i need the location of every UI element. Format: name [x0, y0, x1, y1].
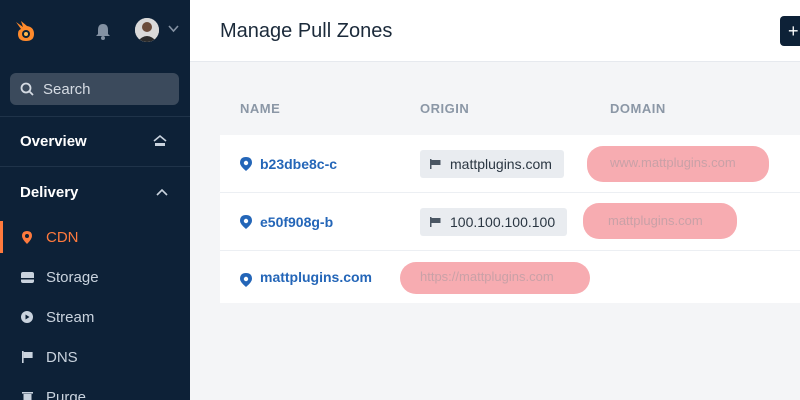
redaction-mark — [583, 203, 737, 239]
nav-overview-label: Overview — [20, 132, 87, 150]
sidebar-item-label: Stream — [46, 308, 95, 326]
pull-zones-table: b23dbe8c-c mattplugins.com www.mattplugi… — [220, 135, 800, 303]
sidebar: Search Overview Delivery CDN Storage Str… — [0, 0, 190, 400]
origin-value: mattplugins.com — [450, 156, 552, 172]
table-row[interactable]: b23dbe8c-c mattplugins.com www.mattplugi… — [220, 135, 800, 193]
storage-icon — [20, 270, 34, 284]
play-icon — [20, 310, 34, 324]
divider — [0, 166, 190, 167]
main-content: Manage Pull Zones + NAME ORIGIN DOMAIN b… — [190, 0, 800, 400]
table-row[interactable]: mattplugins.com https://mattplugins.com — [220, 251, 800, 303]
location-pin-icon — [240, 273, 252, 287]
bunny-logo-icon[interactable] — [12, 18, 38, 44]
nav-delivery-label: Delivery — [20, 183, 79, 201]
sidebar-item-cdn[interactable]: CDN — [0, 217, 190, 257]
search-placeholder: Search — [43, 80, 91, 98]
search-input[interactable]: Search — [10, 73, 179, 105]
location-pin-icon — [20, 230, 34, 244]
sidebar-item-label: CDN — [46, 228, 79, 246]
sidebar-item-label: Purge — [46, 388, 87, 400]
add-pull-zone-button[interactable]: + — [780, 16, 800, 46]
page-header: Manage Pull Zones + — [190, 0, 800, 62]
column-header-name[interactable]: NAME — [240, 101, 281, 116]
chevron-up-icon — [156, 188, 168, 196]
avatar[interactable] — [135, 18, 159, 42]
origin-badge: mattplugins.com — [420, 150, 564, 178]
pull-zone-name-link[interactable]: b23dbe8c-c — [260, 156, 338, 172]
bell-icon[interactable] — [95, 22, 111, 40]
column-header-origin[interactable]: ORIGIN — [420, 101, 470, 116]
sidebar-item-purge[interactable]: Purge — [0, 377, 190, 400]
flag-icon — [20, 350, 34, 364]
flag-icon — [430, 159, 441, 169]
origin-value: 100.100.100.100 — [450, 214, 556, 230]
nav-delivery[interactable]: Delivery — [0, 168, 190, 216]
domain-value: mattplugins.com — [608, 213, 703, 228]
location-pin-icon — [240, 157, 252, 171]
redaction-mark — [400, 262, 590, 294]
sidebar-item-label: Storage — [46, 268, 99, 286]
sidebar-item-label: DNS — [46, 348, 78, 366]
home-icon — [153, 134, 167, 146]
user-photo-icon — [135, 18, 159, 42]
divider — [0, 116, 190, 117]
origin-value: https://mattplugins.com — [420, 269, 554, 284]
chevron-down-icon[interactable] — [168, 25, 179, 33]
flag-icon — [430, 217, 441, 227]
pull-zone-name-link[interactable]: e50f908g-b — [260, 214, 334, 230]
sidebar-item-dns[interactable]: DNS — [0, 337, 190, 377]
table-row[interactable]: e50f908g-b 100.100.100.100 mattplugins.c… — [220, 193, 800, 251]
redaction-mark — [587, 146, 769, 182]
domain-value: www.mattplugins.com — [610, 155, 736, 170]
sidebar-item-storage[interactable]: Storage — [0, 257, 190, 297]
nav-overview[interactable]: Overview — [0, 117, 190, 165]
trash-icon — [20, 390, 34, 400]
page-title: Manage Pull Zones — [220, 20, 393, 42]
column-header-domain[interactable]: DOMAIN — [610, 101, 666, 116]
search-icon — [20, 82, 34, 96]
location-pin-icon — [240, 215, 252, 229]
sidebar-item-stream[interactable]: Stream — [0, 297, 190, 337]
origin-badge: 100.100.100.100 — [420, 208, 568, 236]
pull-zone-name-link[interactable]: mattplugins.com — [260, 269, 373, 285]
